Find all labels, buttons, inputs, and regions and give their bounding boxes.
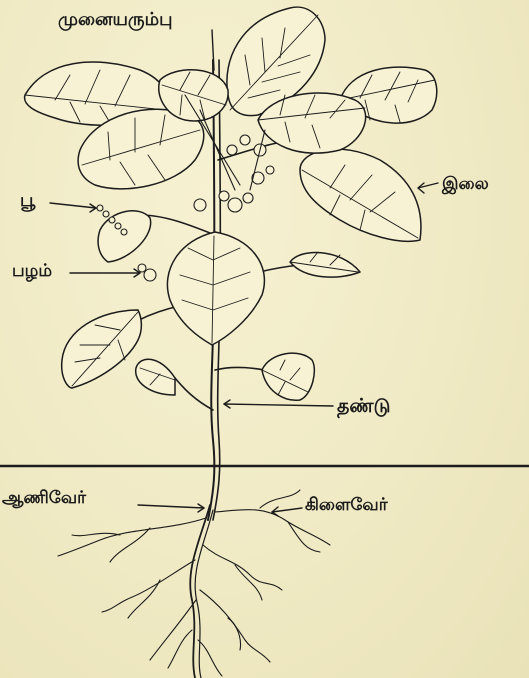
leaf	[136, 359, 175, 395]
label-lateral-root: கிளைவேர்	[305, 497, 388, 514]
leaf	[262, 353, 314, 400]
stem-pointer	[224, 404, 333, 406]
tap-root-pointer	[138, 505, 204, 508]
label-leaf: இலை	[442, 176, 489, 193]
label-apical-bud: முனையரும்பு	[58, 11, 172, 29]
leaf	[167, 232, 264, 345]
leaf	[98, 211, 151, 262]
label-tap-root: ஆணிவேர்	[2, 490, 86, 507]
flower-pointer	[50, 203, 96, 208]
label-stem: தண்டு	[337, 397, 391, 416]
leaf	[290, 253, 360, 278]
label-fruit: பழம்	[12, 263, 52, 280]
label-flower: பூ	[20, 192, 35, 210]
